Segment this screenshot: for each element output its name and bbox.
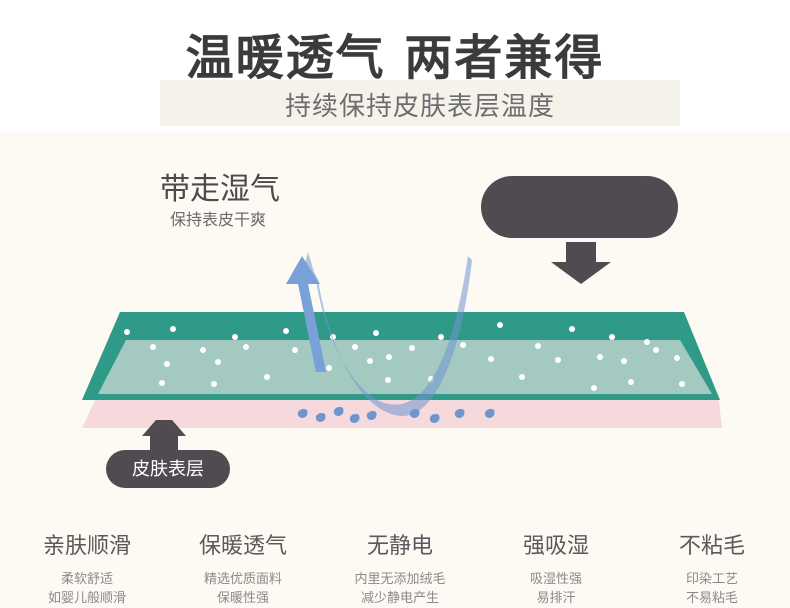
down-arrow-icon <box>551 242 611 284</box>
feature-title: 保暖透气 <box>198 534 287 559</box>
feature-desc: 吸湿性强易排汗 <box>529 572 582 606</box>
headline: 温暖透气 两者兼得 <box>185 30 605 86</box>
feature-5: 不粘毛 印染工艺不易粘毛 <box>637 528 787 608</box>
skin-label-pill <box>106 450 230 488</box>
dark-pill <box>481 176 678 238</box>
feature-4: 强吸湿 吸湿性强易排汗 <box>481 528 631 608</box>
feature-title: 不粘毛 <box>678 534 745 559</box>
up-arrow-icon <box>286 256 326 372</box>
skin-label: 皮肤表层 <box>132 459 204 480</box>
subtitle: 持续保持皮肤表层温度 <box>284 92 555 122</box>
moisture-caption: 保持表皮干爽 <box>170 210 267 229</box>
feature-desc: 柔软舒适如婴儿般顺滑 <box>47 572 126 606</box>
feature-title: 亲肤顺滑 <box>42 534 131 559</box>
subtitle-band <box>160 80 680 126</box>
feature-desc: 精选优质面料保暖性强 <box>203 572 282 606</box>
feature-2: 保暖透气 精选优质面料保暖性强 <box>168 528 318 608</box>
fabric-diagram <box>82 176 722 488</box>
feature-desc: 印染工艺不易粘毛 <box>685 572 738 606</box>
up-arrow-icon <box>142 420 186 450</box>
feature-title: 强吸湿 <box>522 534 589 559</box>
fabric-middle-layer <box>98 340 712 394</box>
feature-desc: 内里无添加绒毛减少静电产生 <box>354 572 446 606</box>
feature-3: 无静电 内里无添加绒毛减少静电产生 <box>325 528 475 608</box>
feature-title: 无静电 <box>366 534 433 559</box>
fabric-dots <box>124 322 685 391</box>
feature-1: 亲肤顺滑 柔软舒适如婴儿般顺滑 <box>12 528 162 608</box>
moisture-title: 带走湿气 <box>160 172 280 207</box>
